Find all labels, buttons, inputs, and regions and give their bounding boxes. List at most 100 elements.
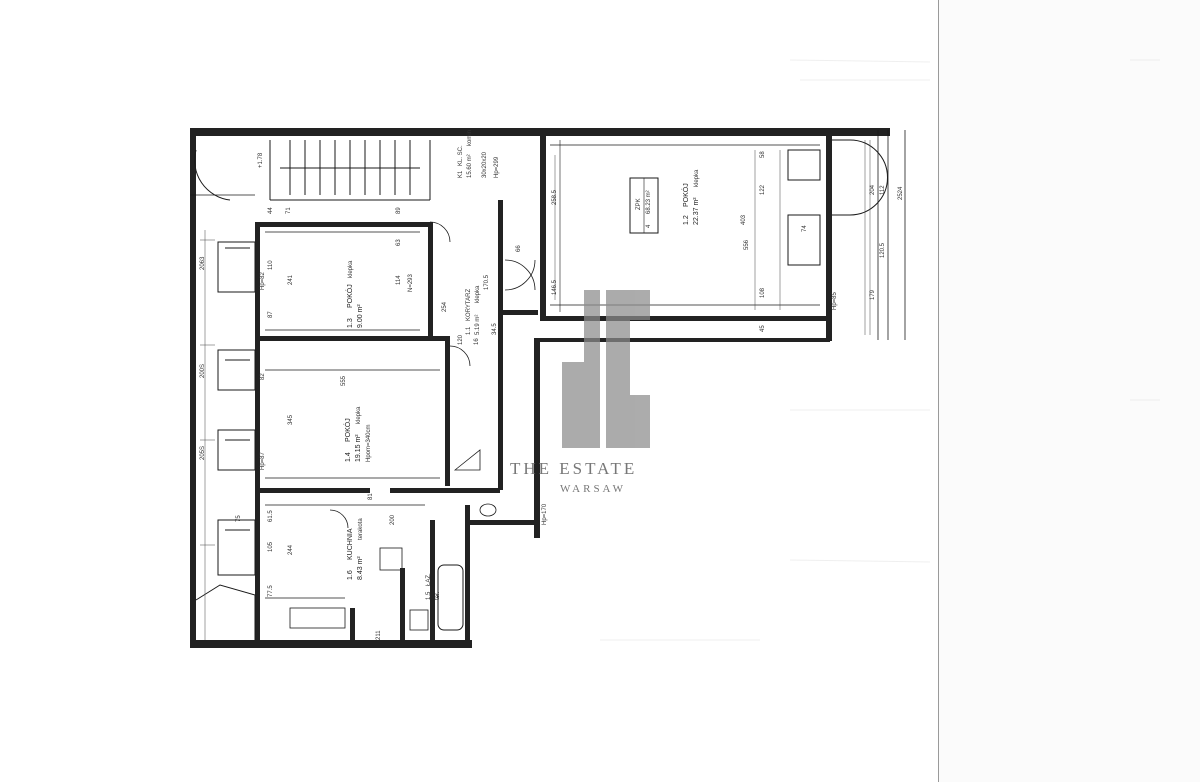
dim-label: 204 [870,184,876,195]
room-label-1-1: 1.1 KORYTARZ 5.19 m² klepka [466,285,481,335]
dim-label: 75 [236,515,242,522]
svg-text:KL. SC.: KL. SC. [458,145,464,166]
dim-label: 258.5 [552,189,558,205]
dimension-lines [200,140,871,640]
watermark-line1: THE ESTATE [510,459,637,478]
dim-label: 112 [880,185,886,195]
svg-text:KORYTARZ: KORYTARZ [466,289,472,321]
section-label: 2063 [200,256,206,270]
annotation: Hp=299 [494,156,500,178]
dim-label: 254 [442,301,448,312]
svg-text:klepka: klepka [356,406,362,424]
dim-label: 87 [268,311,274,318]
dim-label: 2524 [898,186,904,200]
dim-label: 34.5 [492,323,498,335]
svg-text:8.43 m²: 8.43 m² [357,556,364,580]
watermark-line2: WARSAW [560,483,626,495]
svg-text:1.5: 1.5 [426,591,432,600]
svg-text:4: 4 [646,224,652,228]
dim-label: 345 [288,414,294,425]
svg-text:Hpom=340cm: Hpom=340cm [366,424,372,462]
dim-label: 82 [260,373,266,380]
svg-text:9.00 m²: 9.00 m² [357,304,364,328]
annotation: +1.78 [258,152,264,168]
dim-label: 179 [870,289,876,300]
svg-text:klepka: klepka [475,285,481,303]
svg-text:19.15 m²: 19.15 m² [355,434,362,462]
svg-text:KUCHNIA: KUCHNIA [347,528,354,560]
dim-label: 45 [760,325,766,332]
plan-annotations: Hp=82 Hp=85 Hp=299 +1.78 N=293 30x20x20 … [200,151,838,525]
svg-text:68.23 m²: 68.23 m² [646,190,652,214]
dim-label: 71 [286,207,292,214]
room-label-1-2: 1.2 POKÓJ 22.37 m² klepka [681,169,700,225]
dim-label: 120 [458,334,464,345]
svg-text:15.60 m²: 15.60 m² [467,154,473,178]
dim-label: 105 [268,541,274,552]
dim-label: 16 [474,338,480,345]
zpk-badge: ZPK 4 68.23 m² [636,190,652,228]
dim-label: 74 [802,225,808,232]
svg-text:terakota: terakota [358,518,364,540]
dim-label: 241 [288,274,294,285]
dim-label: 122 [760,184,766,195]
adjacent-page [939,0,1200,782]
logo-bar-small [562,362,584,448]
svg-text:klepka: klepka [348,260,354,278]
dim-label: 146.5 [552,279,558,295]
room-label-1-6: 1.6 KUCHNIA 8.43 m² terakota [347,518,364,580]
dim-label: 244 [288,544,294,555]
annotation: Hp=87 [260,451,266,470]
watermark-logo [562,290,650,448]
section-label: 205S [200,446,206,460]
scan-noise [600,59,1160,641]
section-label: 200S [200,364,206,378]
svg-text:klepka: klepka [694,169,700,187]
svg-text:komin: komin [467,130,473,146]
page-edge-line [938,0,939,782]
dim-label: 89 [396,207,402,214]
annotation: N=293 [408,273,414,292]
dim-label: 108 [760,287,766,298]
dim-label: 58 [760,151,766,158]
dim-label: 556 [744,239,750,250]
svg-text:ter.: ter. [435,591,441,600]
room-label-1-3: 1.3 POKÓJ klepka 9.00 m² [345,260,364,328]
dim-label: 170.5 [484,274,490,290]
svg-text:ZPK: ZPK [636,198,642,210]
dim-label: 61.5 [268,510,274,522]
dim-label: 77.5 [268,585,274,597]
dim-label: 200 [390,514,396,525]
dim-label: 110 [268,260,274,270]
svg-text:POKÓJ: POKÓJ [681,183,690,207]
dim-label: 63 [396,239,402,246]
svg-text:1.4: 1.4 [345,452,352,462]
dim-label: 44 [268,207,274,214]
annotation: 30x20x20 [482,151,488,178]
room-label-1-5: 1.5 ŁAZ. ter. [426,573,441,600]
logo-bar-top [616,290,650,320]
svg-text:POKÓJ: POKÓJ [345,284,354,308]
floor-plan-walls [190,128,906,648]
room-label-1-4: 1.4 POKÓJ 19.15 m² klepka Hpom=340cm [343,406,372,462]
svg-text:1.6: 1.6 [347,570,354,580]
annotation: Hp=85 [832,291,838,310]
dim-label: 555 [341,375,347,386]
annotation: Hp=170 [542,503,548,525]
dim-label: 81 [368,493,374,500]
dim-label: 211 [376,630,382,640]
dim-label: 114 [396,275,402,285]
logo-bar-left [584,290,600,448]
dimension-labels: 556 403 258.5 146.5 345 555 241 114 244 … [236,151,904,640]
svg-text:22.37 m²: 22.37 m² [693,197,700,225]
svg-text:K1: K1 [458,170,464,178]
svg-text:1.1: 1.1 [466,326,472,335]
svg-text:1.2: 1.2 [683,215,690,225]
room-label-k1: K1 KL. SC. 15.60 m² komin [458,130,473,178]
svg-text:5.19 m²: 5.19 m² [475,315,481,335]
dim-label: 120.5 [880,242,886,258]
dim-label: 403 [741,214,747,225]
svg-text:1.3: 1.3 [347,318,354,328]
annotation: Hp=82 [260,271,266,290]
